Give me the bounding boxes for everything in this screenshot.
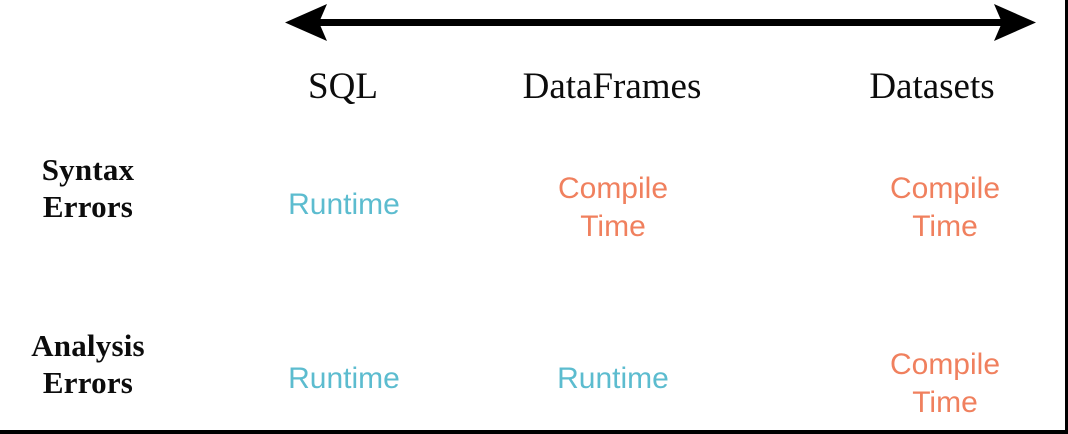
row-label-syntax-line2: Errors	[42, 188, 134, 224]
double-headed-arrow-icon	[283, 2, 1038, 44]
row-label-analysis-line2: Errors	[42, 364, 134, 400]
cell-analysis-sql: Runtime	[288, 362, 400, 395]
row-label-analysis-line1: Analysis	[31, 328, 145, 363]
column-header-datasets: Datasets	[869, 66, 995, 107]
cell-syntax-sql: Runtime	[288, 188, 400, 221]
cell-syntax-datasets: Compile Time	[889, 172, 1001, 244]
column-header-dataframes: DataFrames	[522, 66, 702, 107]
row-label-syntax-line1: Syntax	[41, 152, 135, 187]
cell-analysis-datasets: Compile Time	[889, 348, 1001, 420]
row-label-analysis-errors: Analysis Errors	[0, 328, 176, 401]
cell-analysis-dataframes: Runtime	[557, 362, 669, 395]
row-label-syntax-errors: Syntax Errors	[0, 152, 176, 225]
column-header-sql: SQL	[308, 66, 378, 107]
cell-syntax-dataframes: Compile Time	[557, 172, 669, 244]
